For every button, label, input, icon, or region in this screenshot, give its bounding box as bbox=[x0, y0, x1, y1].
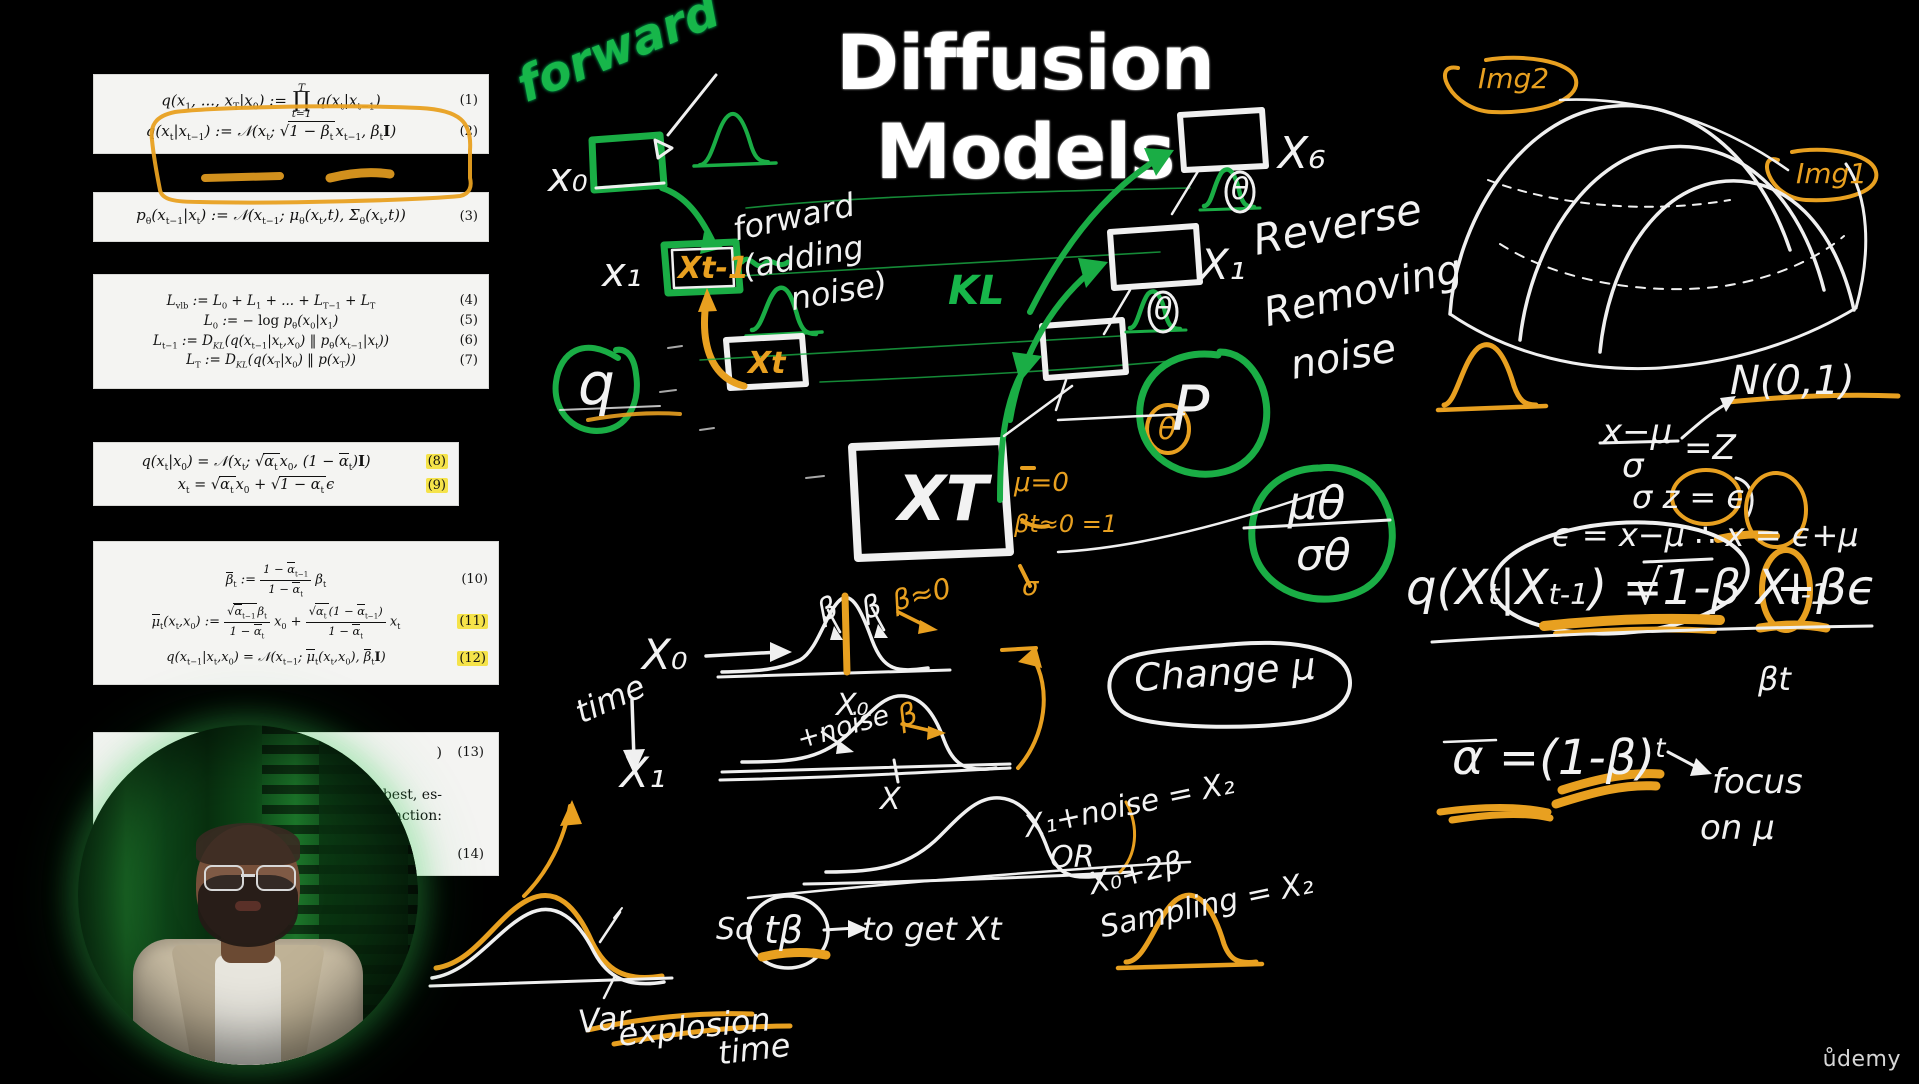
presenter-webcam bbox=[78, 725, 418, 1065]
equation-number: (10) bbox=[461, 571, 488, 587]
presenter-mouth bbox=[235, 901, 261, 912]
equation-number: (4) bbox=[459, 293, 478, 309]
equation-fragment: ) bbox=[436, 745, 442, 762]
equation-number-highlight: (8) bbox=[425, 454, 448, 470]
equation-number: (1) bbox=[459, 92, 478, 108]
presenter-beard bbox=[198, 875, 298, 948]
equation-number: (6) bbox=[459, 332, 478, 348]
presenter-glasses-left bbox=[204, 865, 244, 892]
equation-number: (3) bbox=[459, 208, 478, 224]
equation-card-3: Lvlb := L0 + L1 + ... + LT−1 + LT (4) L0… bbox=[94, 275, 488, 388]
equation-number-highlight: (9) bbox=[425, 477, 448, 493]
presenter-glasses-bridge bbox=[241, 874, 255, 877]
equation-number-highlight: (12) bbox=[457, 650, 488, 666]
equation-number: (13) bbox=[457, 744, 484, 760]
presenter-figure bbox=[133, 813, 363, 1065]
equation-number: (5) bbox=[459, 313, 478, 329]
udemy-logo: ůdemy bbox=[1822, 1047, 1901, 1072]
equation-number: (14) bbox=[457, 847, 484, 863]
presenter-glasses-right bbox=[256, 865, 296, 892]
equation-number: (7) bbox=[459, 352, 478, 368]
presenter-hair bbox=[196, 823, 300, 866]
equation-card-1: q(x1, ..., xT|x0) := T ∏ t=1 q(xt|xt−1) … bbox=[94, 75, 488, 153]
equation-number-highlight: (11) bbox=[457, 614, 488, 629]
webcam-vignette bbox=[78, 725, 418, 1065]
presenter-shirt bbox=[215, 955, 281, 1065]
page-title: Diffusion Models bbox=[836, 18, 1215, 196]
